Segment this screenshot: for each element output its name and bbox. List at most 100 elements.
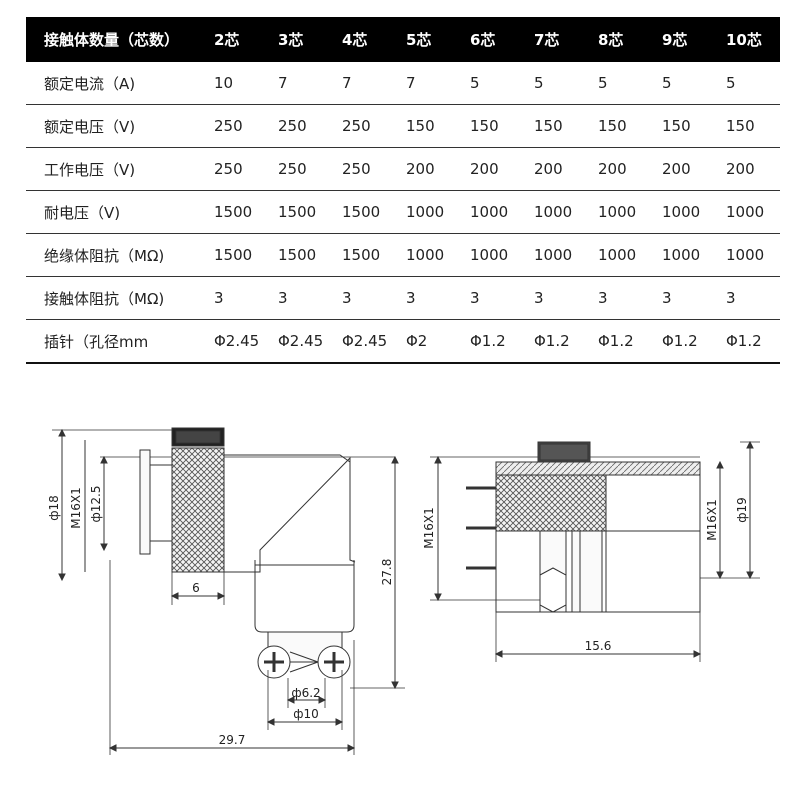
technical-drawing: ф18 M16X1 ф12.5 6 27.8 ф6.2 ф10 29.7 (47, 427, 760, 755)
table-cell: 1000 (662, 203, 701, 221)
table-cell: 1500 (214, 203, 253, 221)
table-cell: 150 (662, 117, 691, 135)
dim-m16-socket-right: M16X1 (705, 499, 719, 540)
table-row: 额定电压（V) 250 250 250 150 150 150 150 150 150 (26, 105, 780, 148)
header-col: 6芯 (468, 17, 532, 62)
header-label: 接触体数量（芯数） (26, 17, 212, 62)
dim-m16-socket-left: M16X1 (422, 507, 436, 548)
table-cell: 1000 (470, 203, 509, 221)
table-cell: 250 (278, 160, 307, 178)
table-cell: 7 (406, 74, 416, 92)
table-cell: Φ1.2 (470, 332, 506, 350)
table-cell: 3 (406, 289, 416, 307)
table-cell: 7 (278, 74, 288, 92)
table-cell: 150 (598, 117, 627, 135)
table-cell: Φ1.2 (598, 332, 634, 350)
header-col: 4芯 (340, 17, 404, 62)
table-cell: 1000 (406, 203, 445, 221)
table-cell: 3 (726, 289, 736, 307)
table-cell: 150 (726, 117, 755, 135)
table-cell: 3 (534, 289, 544, 307)
table-cell: 250 (214, 117, 243, 135)
table-cell: Φ2.45 (278, 332, 324, 350)
table-cell: 3 (214, 289, 224, 307)
table-cell: 150 (470, 117, 499, 135)
table-cell: Φ1.2 (662, 332, 698, 350)
table-cell: 5 (662, 74, 672, 92)
header-col: 9芯 (660, 17, 724, 62)
table-cell: 5 (534, 74, 544, 92)
table-cell: 200 (726, 160, 755, 178)
left-connector-drawing (52, 427, 405, 755)
table-cell: 200 (598, 160, 627, 178)
table-cell: 150 (534, 117, 563, 135)
table-cell: 1000 (470, 246, 509, 264)
row-label: 额定电流（A) (44, 74, 136, 93)
table-cell: 250 (214, 160, 243, 178)
table-cell: 3 (598, 289, 608, 307)
table-cell: 150 (406, 117, 435, 135)
table-cell: Φ2.45 (214, 332, 260, 350)
dim-h27-8: 27.8 (380, 559, 394, 586)
dim-m16-left: M16X1 (69, 487, 83, 528)
table-cell: 200 (470, 160, 499, 178)
table-cell: 1000 (534, 203, 573, 221)
table-cell: 200 (534, 160, 563, 178)
row-label: 额定电压（V) (44, 117, 136, 136)
table-cell: Φ2 (406, 332, 428, 350)
header-col: 10芯 (724, 17, 780, 62)
table-cell: 1500 (278, 246, 317, 264)
table-cell: 200 (406, 160, 435, 178)
row-label: 接触体阻抗（MΩ) (44, 289, 165, 308)
header-col: 7芯 (532, 17, 596, 62)
table-cell: 1500 (342, 246, 381, 264)
dim-d18: ф18 (47, 495, 61, 521)
table-cell: 250 (278, 117, 307, 135)
table-cell: 1000 (662, 246, 701, 264)
header-col: 8芯 (596, 17, 660, 62)
right-connector-drawing (430, 440, 760, 662)
dim-d6-2: ф6.2 (291, 686, 320, 700)
row-label: 耐电压（V) (44, 203, 121, 222)
table-cell: 3 (470, 289, 480, 307)
dim-d12-5: ф12.5 (89, 486, 103, 523)
table-cell: Φ1.2 (534, 332, 570, 350)
table-cell: 1000 (406, 246, 445, 264)
table-cell: 1500 (278, 203, 317, 221)
table-cell: 1000 (726, 246, 765, 264)
table-cell: 1000 (598, 246, 637, 264)
table-row: 绝缘体阻抗（MΩ) 1500 1500 1500 1000 1000 1000 1000 100… (26, 234, 780, 277)
table-cell: 1000 (726, 203, 765, 221)
table-cell: 3 (662, 289, 672, 307)
dim-w6: 6 (192, 581, 200, 595)
dim-d19: ф19 (735, 497, 749, 523)
table-cell: Φ1.2 (726, 332, 762, 350)
table-cell: 1500 (214, 246, 253, 264)
table-row: 工作电压（V) 250 250 250 200 200 200 200 200 200 (26, 148, 780, 191)
table-cell: 3 (342, 289, 352, 307)
header-col: 2芯 (212, 17, 276, 62)
table-cell: 250 (342, 117, 371, 135)
table-cell: 1500 (342, 203, 381, 221)
row-label: 工作电压（V) (44, 160, 136, 179)
table-cell: 250 (342, 160, 371, 178)
table-row: 接触体阻抗（MΩ) 3 3 3 3 3 3 3 3 3 (26, 277, 780, 320)
row-label: 绝缘体阻抗（MΩ) (44, 246, 165, 265)
table-row: 耐电压（V) 1500 1500 1500 1000 1000 1000 1000 1000 10… (26, 191, 780, 234)
table-cell: 10 (214, 74, 234, 92)
table-cell: 7 (342, 74, 352, 92)
row-label: 插针（孔径mm (44, 332, 149, 351)
table-cell: 3 (278, 289, 288, 307)
table-cell: 5 (598, 74, 608, 92)
dim-d10: ф10 (293, 707, 319, 721)
table-cell: 1000 (534, 246, 573, 264)
table-cell: 5 (470, 74, 480, 92)
table-cell: 1000 (598, 203, 637, 221)
header-col: 5芯 (404, 17, 468, 62)
table-cell: 200 (662, 160, 691, 178)
